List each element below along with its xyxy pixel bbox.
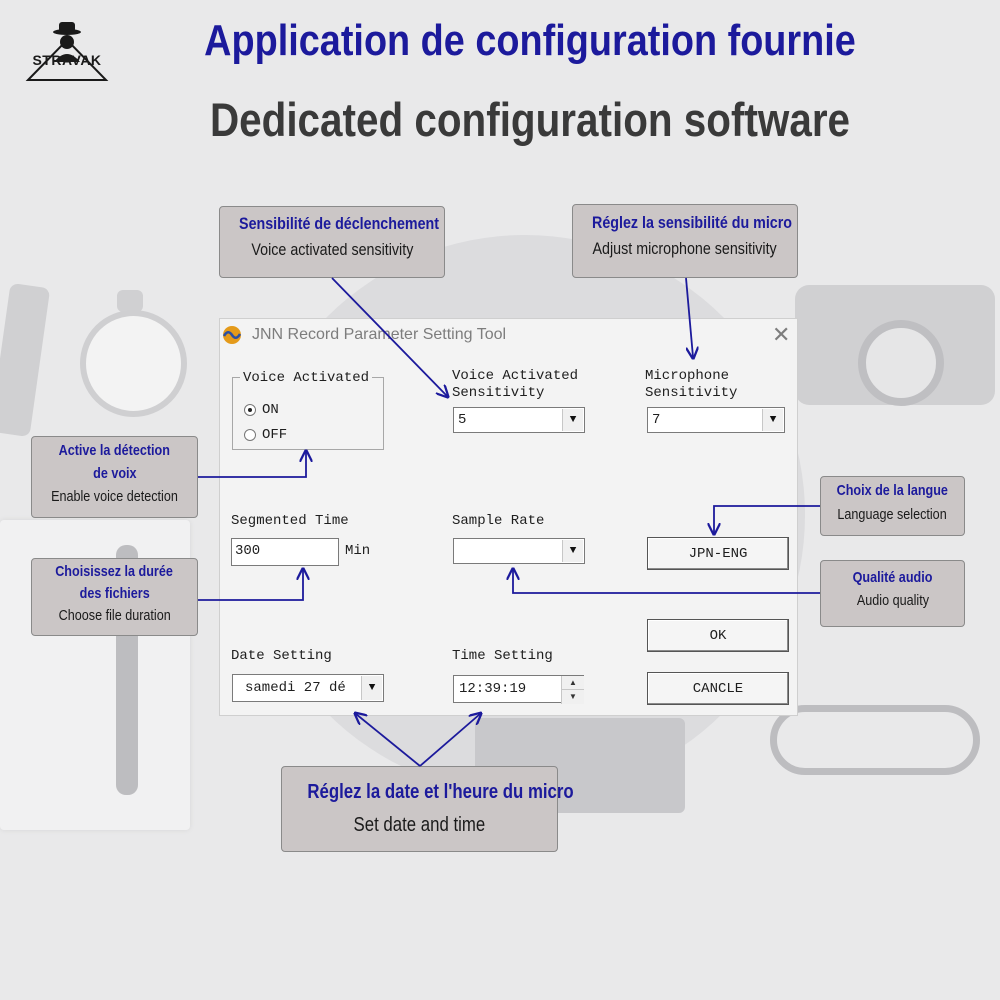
mic-sensitivity-select[interactable]: 7 ▼ bbox=[647, 407, 785, 433]
callout-audio-fr: Qualité audio bbox=[852, 569, 933, 586]
segmented-time-label: Segmented Time bbox=[231, 513, 349, 529]
callout-duration-en: Choose file duration bbox=[58, 607, 171, 624]
callout-mic-en: Adjust microphone sensitivity bbox=[592, 239, 778, 258]
radio-on-label: ON bbox=[262, 402, 279, 418]
callout-audio-en: Audio quality bbox=[856, 592, 929, 609]
callout-datetime-fr: Réglez la date et l'heure du micro bbox=[307, 781, 574, 803]
callout-voice-fr1: Active la détection bbox=[58, 442, 171, 459]
callout-duration-fr2: des fichiers bbox=[79, 585, 150, 602]
callout-trigger-sensitivity: Sensibilité de déclenchement Voice activ… bbox=[219, 206, 445, 278]
window-title: JNN Record Parameter Setting Tool bbox=[252, 326, 507, 343]
time-spinner[interactable]: ▲ ▼ bbox=[561, 676, 584, 704]
sample-rate-label: Sample Rate bbox=[452, 513, 545, 529]
time-value: 12:39:19 bbox=[459, 681, 527, 697]
callout-date-time: Réglez la date et l'heure du micro Set d… bbox=[281, 766, 574, 852]
logo-text: STRAVAK bbox=[32, 52, 102, 68]
radio-off-label: OFF bbox=[262, 427, 288, 443]
date-picker[interactable]: samedi 27 dé ▼ bbox=[232, 674, 384, 702]
callout-duration-fr1: Choisissez la durée bbox=[55, 563, 174, 580]
background-camera bbox=[795, 285, 995, 405]
cancel-button[interactable]: CANCLE bbox=[647, 672, 789, 705]
callout-file-duration: Choisissez la durée des fichiers Choose … bbox=[31, 558, 198, 636]
callout-datetime-en: Set date and time bbox=[353, 814, 486, 836]
chevron-down-icon[interactable]: ▼ bbox=[762, 409, 783, 431]
spin-up-icon[interactable]: ▲ bbox=[562, 676, 584, 690]
callout-voice-fr2: de voix bbox=[92, 465, 137, 482]
spin-down-icon[interactable]: ▼ bbox=[569, 692, 577, 701]
time-setting-label: Time Setting bbox=[452, 648, 553, 664]
voice-activated-label: Voice Activated bbox=[240, 370, 373, 386]
date-value: samedi 27 dé bbox=[245, 680, 346, 696]
callout-mic-fr: Réglez la sensibilité du micro bbox=[592, 213, 793, 232]
background-pen bbox=[0, 282, 51, 438]
chevron-down-icon[interactable]: ▼ bbox=[562, 409, 583, 431]
radio-off-indicator[interactable] bbox=[244, 429, 256, 441]
chevron-down-icon[interactable]: ▼ bbox=[361, 676, 382, 700]
callout-mic-sensitivity: Réglez la sensibilité du micro Adjust mi… bbox=[572, 204, 798, 278]
page-title-french: Application de configuration fournie bbox=[204, 16, 856, 65]
callout-voice-detection: Active la détection de voix Enable voice… bbox=[31, 436, 198, 518]
date-setting-label: Date Setting bbox=[231, 648, 332, 664]
callout-language: Choix de la langue Language selection bbox=[820, 476, 965, 536]
background-glasses bbox=[770, 705, 980, 775]
stravak-logo-icon bbox=[25, 22, 109, 81]
mic-sensitivity-label: Microphone Sensitivity bbox=[645, 368, 738, 401]
sample-rate-select[interactable]: ▼ bbox=[453, 538, 585, 564]
callout-trigger-fr: Sensibilité de déclenchement bbox=[239, 214, 440, 233]
page-title-english: Dedicated configuration software bbox=[209, 93, 851, 146]
chevron-down-icon[interactable]: ▼ bbox=[562, 540, 583, 562]
callout-language-fr: Choix de la langue bbox=[836, 482, 949, 499]
va-sensitivity-value: 5 bbox=[458, 412, 467, 428]
callout-language-en: Language selection bbox=[837, 506, 948, 523]
callout-trigger-en: Voice activated sensitivity bbox=[251, 240, 413, 259]
background-stopwatch-crown bbox=[117, 290, 143, 312]
radio-off[interactable]: OFF bbox=[244, 427, 287, 443]
segmented-time-input[interactable]: 300 bbox=[231, 538, 339, 566]
app-icon bbox=[222, 326, 242, 344]
radio-on[interactable]: ON bbox=[244, 402, 279, 418]
callout-audio-quality: Qualité audio Audio quality bbox=[820, 560, 965, 627]
segmented-time-value: 300 bbox=[235, 543, 261, 559]
va-sensitivity-select[interactable]: 5 ▼ bbox=[453, 407, 585, 433]
mic-sensitivity-value: 7 bbox=[652, 412, 661, 428]
segmented-time-unit: Min bbox=[345, 543, 371, 559]
language-button[interactable]: JPN-ENG bbox=[647, 537, 789, 570]
background-camera-lens bbox=[858, 320, 944, 406]
radio-on-indicator[interactable] bbox=[244, 404, 256, 416]
va-sensitivity-label: Voice Activated Sensitivity bbox=[452, 368, 579, 401]
callout-voice-en: Enable voice detection bbox=[51, 488, 178, 505]
close-icon[interactable]: ✕ bbox=[772, 322, 791, 347]
ok-button[interactable]: OK bbox=[647, 619, 789, 652]
background-stopwatch bbox=[80, 310, 187, 417]
